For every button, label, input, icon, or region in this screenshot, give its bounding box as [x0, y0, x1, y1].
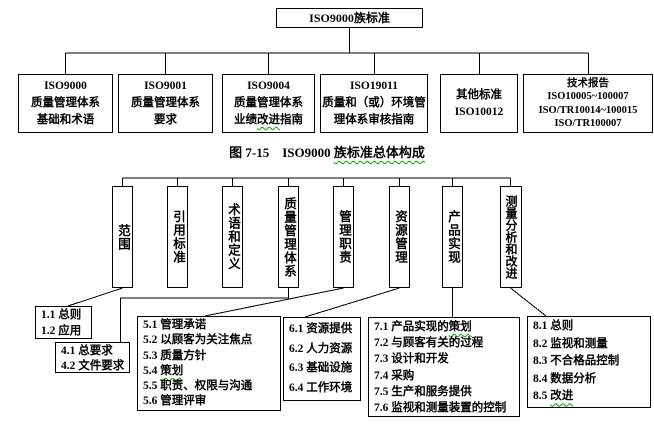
- caption-spellcheck-text: 族标准总体构成: [333, 145, 425, 160]
- text-line: 7.1 产品实现的策划: [374, 321, 472, 333]
- text-line: 7.5 生产和服务提供: [374, 385, 472, 398]
- text-line: 7.6 监视和测量装置的控制: [374, 402, 507, 415]
- standard-box-iso9001: ISO9001 质量管理体系要求: [118, 74, 213, 133]
- details-box-clause8: 8.1 总则 8.2 监视和测量 8.3 不合格品控制 8.4 数据分析 8.5 改进: [527, 316, 651, 408]
- text-line: 理体系审核指南: [333, 114, 415, 126]
- text-line: ISO10012: [454, 105, 504, 118]
- text-line: 质量管理体系: [234, 97, 303, 109]
- text-line: ISO9000: [44, 80, 87, 92]
- figure-caption: 图 7-15 ISO9000 族标准总体构成: [0, 142, 654, 161]
- text-line: 8.2 监视和测量: [533, 337, 608, 350]
- text-line: ISO9001: [144, 80, 187, 92]
- text-line: 6.1 资源提供: [289, 323, 353, 335]
- connector-clause6-details: [304, 287, 400, 318]
- clause-box-scope: 范围: [112, 186, 133, 288]
- text-line: ISO9004: [247, 80, 290, 92]
- details-box-clause6: 6.1 资源提供 6.2 人力资源 6.3 基础设施 6.4 工作环境: [283, 317, 361, 401]
- text-line: 5.4 策划: [143, 364, 184, 377]
- text-line: 5.6 管理评审: [143, 395, 207, 408]
- text-line: ISO19011: [350, 80, 398, 92]
- clause-box-terms-definitions: 术语和定义: [222, 186, 243, 288]
- text-line: 8.1 总则: [533, 320, 574, 332]
- connector-clause5-details: [204, 287, 344, 317]
- text-line: 7.2 与顾客有关的过程: [374, 337, 484, 350]
- text-line: ISO/TR100007: [554, 118, 622, 129]
- caption-prefix: 图 7-15 ISO9000: [229, 145, 334, 160]
- clause-box-management-responsibility: 管理职责: [333, 186, 354, 288]
- text-line: 6.4 工作环境: [289, 381, 353, 394]
- standard-box-iso9004: ISO9004 质量管理体系业绩改进指南: [222, 74, 315, 133]
- standard-box-other: 其他标准 ISO10012: [440, 74, 518, 133]
- text-line: 1.2 应用: [41, 324, 82, 337]
- details-box-clause7: 7.1 产品实现的策划 7.2 与顾客有关的过程 7.3 设计和开发 7.4 采购 7.…: [368, 317, 520, 417]
- spellcheck-text: 策划: [160, 364, 184, 377]
- root-standard-box: ISO9000族标准: [276, 8, 423, 28]
- standard-box-iso19011: ISO19011 质量和（或）环境管理体系审核指南: [320, 74, 428, 133]
- text-line: 1.1 总则: [41, 309, 82, 321]
- text-line: 7.4 采购: [374, 369, 415, 382]
- connector-clause8-details: [510, 287, 547, 317]
- text-line: 7.3 设计和开发: [374, 353, 449, 366]
- text-line: 技术报告: [567, 77, 609, 89]
- text-line: 其他标准: [456, 88, 502, 101]
- text-line: 4.1 总要求: [61, 345, 113, 357]
- text-line: 6.3 基础设施: [289, 362, 353, 375]
- text-line: 4.2 文件要求: [61, 359, 125, 372]
- text-line: 质量和（或）环境管: [322, 97, 426, 109]
- text-line: 5.3 质量方针: [143, 349, 207, 362]
- text-line: ISO/TR10014~100015: [538, 104, 638, 116]
- clause-box-resource-management: 资源管理: [389, 186, 410, 288]
- connector-clause1-details: [67, 287, 123, 307]
- text-line: 业绩改进指南: [234, 114, 303, 126]
- text-line: 8.5 改进: [533, 390, 574, 403]
- details-box-clause1: 1.1 总则 1.2 应用: [35, 306, 92, 339]
- text-line: 基础和术语: [36, 114, 95, 126]
- clause-box-measurement-analysis-improvement: 测量分析和改进: [500, 186, 522, 288]
- text-line: 8.4 数据分析: [533, 372, 597, 385]
- text-line: 质量管理体系: [31, 97, 100, 109]
- text-line: 5.1 管理承诺: [143, 319, 207, 331]
- spellcheck-text: 改进: [550, 390, 574, 403]
- spellcheck-text: 改进: [257, 114, 280, 126]
- text-line: ISO10005~100007: [547, 91, 629, 102]
- spellcheck-text: 策划: [448, 321, 472, 333]
- text-line: 5.5 职责、权限与沟通: [143, 380, 253, 393]
- clause-box-qms: 质量管理体系: [278, 186, 299, 288]
- text-line: 6.2 人力资源: [289, 342, 353, 355]
- clause-box-product-realization: 产品实现: [442, 186, 463, 288]
- details-box-clause5: 5.1 管理承诺 5.2 以顾客为关注焦点 5.3 质量方针 5.4 策划 5.5 职责…: [137, 316, 281, 411]
- text-line: 质量管理体系: [131, 97, 200, 109]
- text-line: 5.2 以顾客为关注焦点: [143, 334, 253, 347]
- standard-box-iso9000: ISO9000 质量管理体系基础和术语: [18, 74, 113, 133]
- text-line: 要求: [154, 114, 177, 126]
- details-box-clause4: 4.1 总要求 4.2 文件要求: [55, 342, 130, 373]
- text-line: 8.3 不合格品控制: [533, 355, 620, 368]
- clause-box-normative-references: 引用标准: [167, 186, 188, 288]
- connector-clause4-details: [120, 288, 289, 342]
